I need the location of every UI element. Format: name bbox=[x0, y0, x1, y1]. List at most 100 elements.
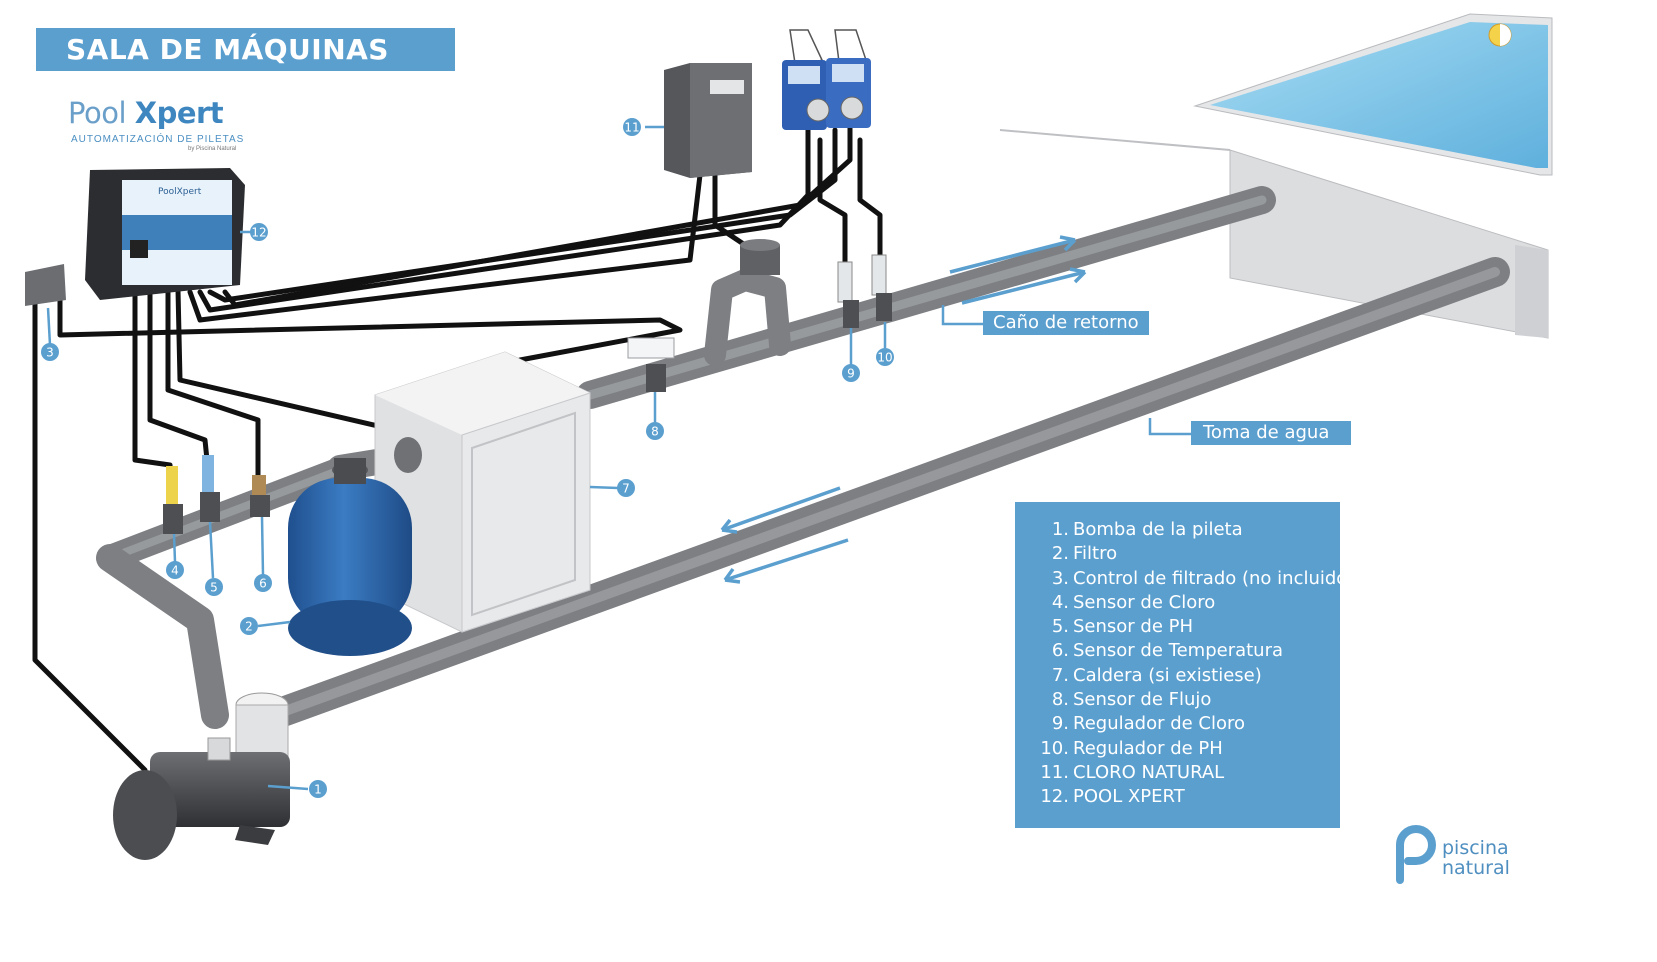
return-pipe-label: Caño de retorno bbox=[983, 311, 1149, 335]
brand-name-bold: Xpert bbox=[134, 96, 224, 130]
marker-11: 11 bbox=[623, 118, 641, 136]
marker-circle bbox=[166, 561, 184, 579]
marker-number: 3 bbox=[46, 346, 54, 360]
legend-item-text: Sensor de Temperatura bbox=[1073, 640, 1284, 662]
legend-item-number: 2. bbox=[1051, 543, 1069, 565]
marker-number: 4 bbox=[171, 564, 179, 578]
legend-item-number: 6. bbox=[1051, 640, 1069, 662]
legend-item-text: Caldera (si existiese) bbox=[1073, 664, 1262, 686]
legend-item: 10.Regulador de PH bbox=[1033, 737, 1340, 761]
marker-circle bbox=[240, 617, 258, 635]
legend-item-text: Control de filtrado (no incluido) bbox=[1073, 567, 1355, 589]
marker-number: 6 bbox=[259, 577, 267, 591]
marker-number: 2 bbox=[245, 620, 253, 634]
marker-7: 7 bbox=[617, 479, 635, 497]
marker-circle bbox=[205, 578, 223, 596]
legend-item-number: 8. bbox=[1051, 689, 1069, 711]
natural-chlorinator-unit bbox=[664, 63, 752, 178]
legend-item-text: CLORO NATURAL bbox=[1073, 761, 1225, 783]
legend-item: 6.Sensor de Temperatura bbox=[1033, 639, 1340, 663]
legend-item-number: 9. bbox=[1051, 713, 1069, 735]
legend-item-text: Bomba de la pileta bbox=[1073, 519, 1243, 540]
water-intake-label: Toma de agua bbox=[1191, 421, 1352, 445]
legend-item: 7.Caldera (si existiese) bbox=[1033, 664, 1340, 688]
filtration-control-box bbox=[25, 264, 66, 306]
label-leaders bbox=[46, 125, 1192, 791]
marker-circle bbox=[617, 479, 635, 497]
marker-circle bbox=[646, 422, 664, 440]
legend-item: 12.POOL XPERT bbox=[1033, 785, 1340, 809]
legend-item-number: 3. bbox=[1051, 567, 1069, 589]
legend-item: 4.Sensor de Cloro bbox=[1033, 591, 1340, 615]
marker-1: 1 bbox=[309, 780, 327, 798]
brand-byline: by Piscina Natural bbox=[188, 146, 237, 152]
legend-item-number: 1. bbox=[1051, 519, 1069, 540]
marker-number: 11 bbox=[624, 121, 639, 135]
manifold-sensors bbox=[163, 455, 270, 534]
logo-text: piscina natural bbox=[1442, 838, 1510, 878]
piscina-natural-logo: piscina natural bbox=[1386, 826, 1526, 886]
legend-item: 3.Control de filtrado (no incluido) bbox=[1033, 567, 1355, 591]
legend-item-text: Sensor de Cloro bbox=[1073, 591, 1216, 613]
sand-filter bbox=[288, 458, 412, 656]
marker-number: 1 bbox=[314, 783, 322, 797]
return-pipe-fittings bbox=[627, 239, 892, 392]
logo-line-1: piscina bbox=[1442, 837, 1509, 859]
controller-screen-brand: PoolXpert bbox=[158, 187, 202, 197]
flow-arrows bbox=[720, 235, 1087, 584]
marker-number: 7 bbox=[622, 482, 630, 496]
legend-item-number: 12. bbox=[1040, 786, 1069, 808]
legend-item-text: Sensor de PH bbox=[1073, 616, 1194, 638]
marker-circle bbox=[842, 364, 860, 382]
legend-item: 5.Sensor de PH bbox=[1033, 615, 1340, 639]
legend-item: 9.Regulador de Cloro bbox=[1033, 712, 1340, 736]
marker-circle bbox=[254, 574, 272, 592]
marker-circle bbox=[623, 118, 641, 136]
marker-circle bbox=[876, 348, 894, 366]
pool-xpert-brand: Pool Xpert AUTOMATIZACIÓN DE PILETAS by … bbox=[68, 96, 248, 152]
marker-12: 12 bbox=[250, 223, 268, 241]
marker-circle bbox=[41, 343, 59, 361]
marker-circle bbox=[309, 780, 327, 798]
legend-item-text: Sensor de Flujo bbox=[1073, 689, 1212, 711]
marker-5: 5 bbox=[205, 578, 223, 596]
legend-item-number: 11. bbox=[1040, 761, 1069, 783]
marker-2: 2 bbox=[240, 617, 258, 635]
marker-number: 10 bbox=[877, 351, 892, 365]
legend-item-text: Regulador de PH bbox=[1073, 737, 1223, 759]
page-title: SALA DE MÁQUINAS bbox=[36, 28, 455, 71]
marker-number: 9 bbox=[847, 367, 855, 381]
marker-8: 8 bbox=[646, 422, 664, 440]
legend-item-text: Filtro bbox=[1073, 543, 1118, 565]
legend-item-text: Regulador de Cloro bbox=[1073, 713, 1246, 735]
logo-line-2: natural bbox=[1442, 857, 1510, 879]
marker-circle bbox=[250, 223, 268, 241]
legend-item-number: 4. bbox=[1051, 591, 1069, 613]
legend-item-number: 7. bbox=[1051, 664, 1069, 686]
marker-6: 6 bbox=[254, 574, 272, 592]
marker-10: 10 bbox=[876, 348, 894, 366]
legend-item-number: 5. bbox=[1051, 616, 1069, 638]
pool-xpert-controller: PoolXpert bbox=[85, 168, 245, 300]
legend-item-number: 10. bbox=[1040, 737, 1069, 759]
marker-4: 4 bbox=[166, 561, 184, 579]
legend-item: 11.CLORO NATURAL bbox=[1033, 761, 1340, 785]
marker-number: 5 bbox=[210, 581, 218, 595]
brand-tagline: AUTOMATIZACIÓN DE PILETAS bbox=[71, 134, 245, 145]
legend-item: 2.Filtro bbox=[1033, 542, 1340, 566]
legend-item: 8.Sensor de Flujo bbox=[1033, 688, 1340, 712]
marker-number: 8 bbox=[651, 425, 659, 439]
brand-name: Pool Xpert bbox=[68, 96, 248, 130]
dosing-pumps bbox=[782, 29, 871, 130]
marker-3: 3 bbox=[41, 343, 59, 361]
legend-item: 1.Bomba de la pileta bbox=[1033, 518, 1340, 542]
marker-9: 9 bbox=[842, 364, 860, 382]
boiler bbox=[374, 351, 591, 633]
piscina-natural-logo-mark bbox=[1396, 825, 1436, 884]
brand-name-light: Pool bbox=[68, 96, 135, 130]
marker-number: 12 bbox=[251, 226, 266, 240]
